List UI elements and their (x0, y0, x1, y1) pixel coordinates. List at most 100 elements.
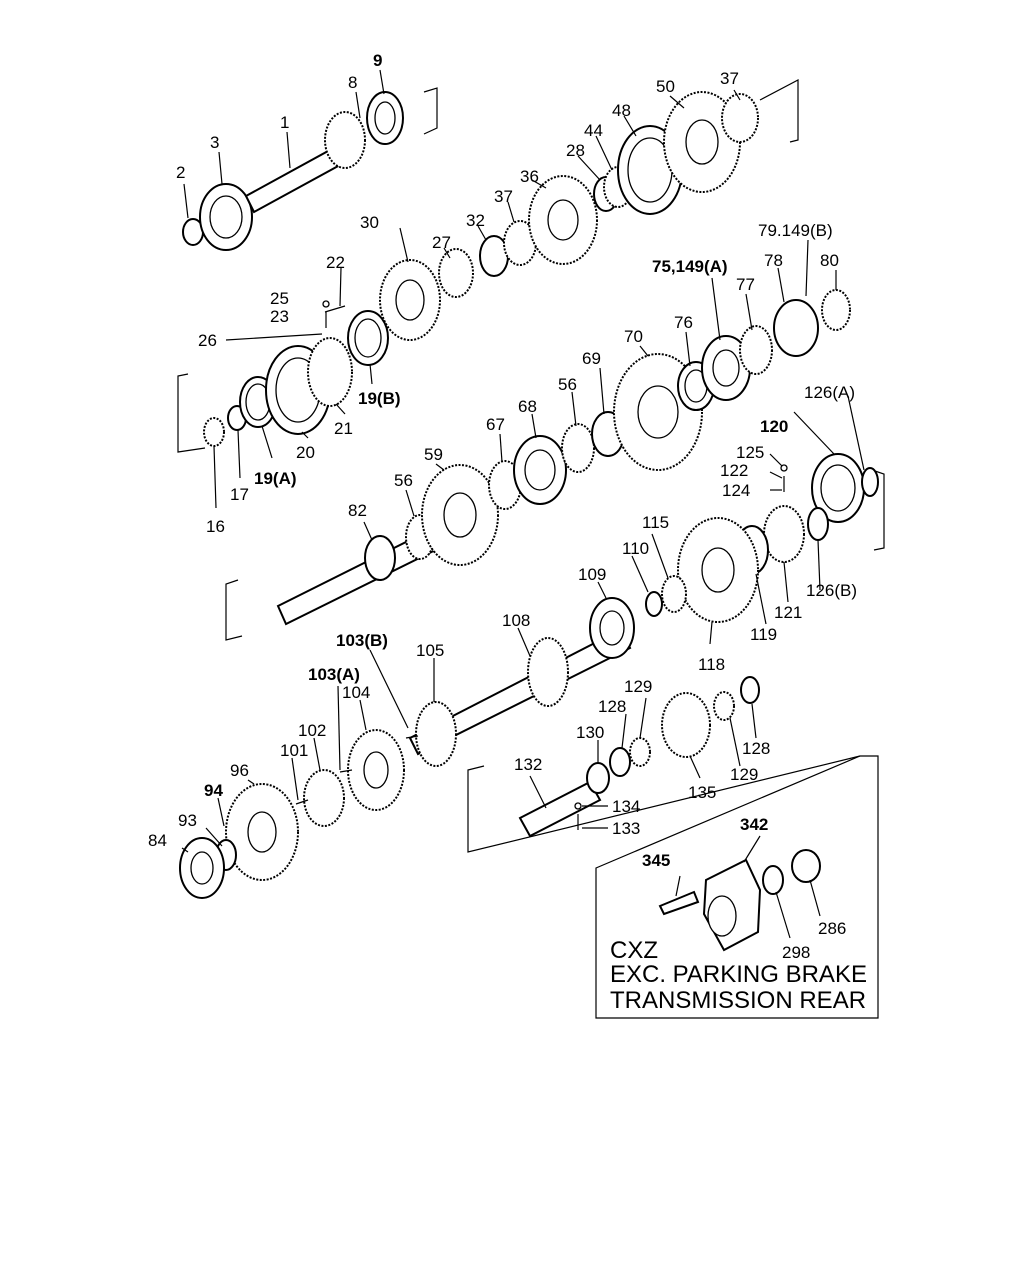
label-110: 110 (622, 539, 649, 558)
bearing-80 (821, 289, 851, 331)
label-103a: 103(A) (308, 665, 360, 684)
key-103a (339, 769, 353, 773)
label-20: 20 (296, 443, 315, 462)
ball-134 (574, 802, 582, 810)
label-124: 124 (722, 481, 750, 500)
label-93: 93 (178, 811, 197, 830)
label-23: 23 (270, 307, 289, 326)
label-128-left: 128 (598, 697, 626, 716)
label-79-149b: 79.149(B) (758, 221, 833, 240)
label-108: 108 (502, 611, 530, 630)
label-286: 286 (818, 919, 846, 938)
ball-125 (780, 464, 788, 472)
mainshaft-upper-group (347, 79, 799, 366)
gear-105 (415, 701, 457, 767)
label-82: 82 (348, 501, 367, 520)
bearing-129-right (713, 691, 735, 721)
ring-126a (861, 467, 879, 497)
label-120: 120 (760, 417, 788, 436)
label-342: 342 (740, 815, 768, 834)
label-44: 44 (584, 121, 603, 140)
label-9: 9 (373, 51, 382, 70)
input-shaft-group (182, 87, 438, 251)
gear-135 (661, 692, 711, 758)
label-118: 118 (698, 655, 725, 674)
part-labels: 2 3 1 8 9 30 27 32 37 36 28 44 48 50 37 … (148, 51, 857, 962)
label-78: 78 (764, 251, 783, 270)
label-70: 70 (624, 327, 643, 346)
label-109: 109 (578, 565, 606, 584)
label-76: 76 (674, 313, 693, 332)
bearing-129-left (629, 737, 651, 767)
label-135: 135 (688, 783, 716, 802)
washer-298 (762, 865, 784, 895)
label-134: 134 (612, 797, 640, 816)
leader-lines (181, 69, 865, 939)
label-37-mid: 37 (494, 187, 513, 206)
label-126a: 126(A) (804, 383, 855, 402)
label-132: 132 (514, 755, 542, 774)
spring-22 (324, 305, 346, 313)
label-121: 121 (774, 603, 802, 622)
ring-130 (586, 762, 610, 794)
note-exclusion: EXC. PARKING BRAKE (610, 961, 867, 988)
ring-128-right (740, 676, 760, 704)
label-30: 30 (360, 213, 379, 232)
label-25: 25 (270, 289, 289, 308)
input-shaft-1 (244, 148, 342, 214)
label-1: 1 (280, 113, 289, 132)
gear-37-top (721, 93, 759, 143)
label-67: 67 (486, 415, 505, 434)
note-model: CXZ (610, 937, 658, 964)
label-130: 130 (576, 723, 604, 742)
label-84: 84 (148, 831, 167, 850)
bearing-27 (438, 248, 474, 298)
label-80: 80 (820, 251, 839, 270)
label-105: 105 (416, 641, 444, 660)
key-101 (295, 799, 309, 805)
ring-110 (645, 591, 663, 617)
label-3: 3 (210, 133, 219, 152)
bearing-56-upper (561, 423, 595, 473)
label-19a: 19(A) (254, 469, 297, 488)
output-shaft-group (179, 597, 635, 899)
label-19b: 19(B) (358, 389, 401, 408)
idler-shaft-132 (518, 780, 602, 838)
label-17: 17 (230, 485, 249, 504)
gear-77 (739, 325, 773, 375)
note-location: TRANSMISSION REAR (610, 987, 866, 1014)
label-94: 94 (204, 781, 223, 800)
nut-286 (791, 849, 821, 883)
label-48: 48 (612, 101, 631, 120)
label-50: 50 (656, 77, 675, 96)
hub-21 (307, 337, 353, 407)
label-26: 26 (198, 331, 217, 350)
ball-25 (322, 300, 330, 308)
label-298: 298 (782, 943, 810, 962)
label-75-149a: 75,149(A) (652, 257, 728, 276)
label-345: 345 (642, 851, 670, 870)
gear-102 (303, 769, 345, 827)
label-69: 69 (582, 349, 601, 368)
ring-128-left (609, 747, 631, 777)
label-119: 119 (750, 625, 777, 644)
bearing-115 (661, 575, 687, 613)
label-56-upper: 56 (558, 375, 577, 394)
label-101: 101 (280, 741, 308, 760)
label-37-top: 37 (720, 69, 739, 88)
label-129-bottom: 129 (730, 765, 758, 784)
label-77: 77 (736, 275, 755, 294)
label-27: 27 (432, 233, 451, 252)
label-21: 21 (334, 419, 353, 438)
gear-8 (324, 111, 366, 169)
label-68: 68 (518, 397, 537, 416)
label-129-top: 129 (624, 677, 652, 696)
label-125: 125 (736, 443, 764, 462)
label-96: 96 (230, 761, 249, 780)
spline-108 (527, 637, 569, 707)
synchro-right-group (645, 453, 885, 623)
label-103b: 103(B) (336, 631, 388, 650)
transmission-rear-note-box: CXZ EXC. PARKING BRAKE TRANSMISSION REAR (595, 755, 879, 1019)
label-8: 8 (348, 73, 357, 92)
